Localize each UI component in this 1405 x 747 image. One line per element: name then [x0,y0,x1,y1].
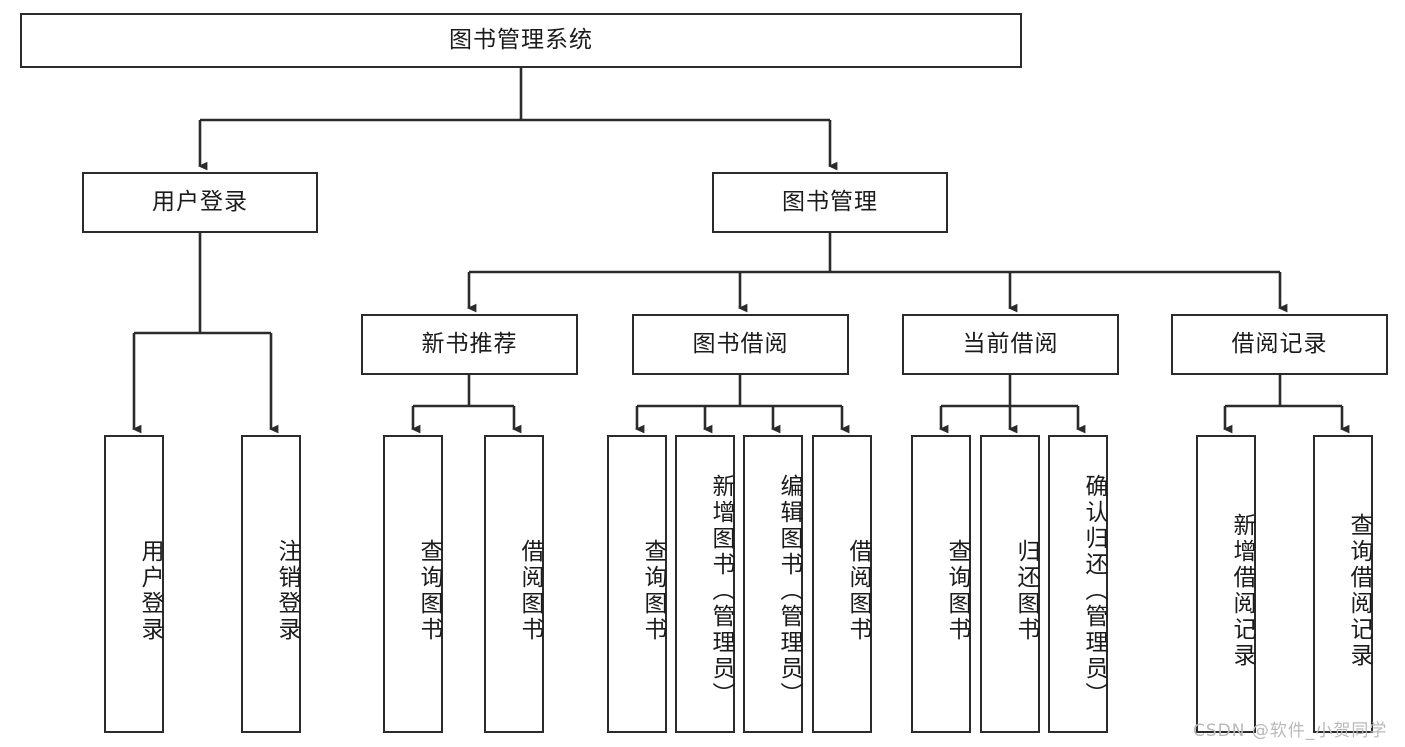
node-label: 归还图书 [1013,539,1039,643]
node-user-login[interactable]: 用户登录 [82,172,318,233]
leaf-borrow-books-recommendation[interactable]: 借阅图书 [484,435,544,733]
leaf-query-books-current[interactable]: 查询图书 [911,435,971,733]
node-label: 新增借阅记录 [1229,513,1255,669]
leaf-edit-book-admin[interactable]: 编辑图书（管理员） [743,435,803,733]
node-borrowing-record[interactable]: 借阅记录 [1171,314,1388,375]
leaf-add-borrowing-record[interactable]: 新增借阅记录 [1196,435,1256,733]
node-root-book-management-system[interactable]: 图书管理系统 [20,13,1022,68]
node-label: 查询图书 [640,539,666,643]
leaf-borrow-books-borrowing[interactable]: 借阅图书 [812,435,872,733]
node-new-book-recommendation[interactable]: 新书推荐 [361,314,578,375]
leaf-return-books[interactable]: 归还图书 [980,435,1040,733]
node-current-borrowing[interactable]: 当前借阅 [902,314,1119,375]
node-label: 用户登录 [152,188,248,215]
node-label: 确认归还（管理员） [1081,474,1107,708]
leaf-confirm-return-admin[interactable]: 确认归还（管理员） [1048,435,1108,733]
leaf-user-logout[interactable]: 注销登录 [241,435,301,733]
node-label: 编辑图书（管理员） [776,474,802,708]
leaf-user-login[interactable]: 用户登录 [104,435,164,733]
node-label: 新增图书（管理员） [708,474,734,708]
node-label: 借阅图书 [845,539,871,643]
node-label: 查询借阅记录 [1346,513,1372,669]
leaf-add-book-admin[interactable]: 新增图书（管理员） [675,435,735,733]
node-label: 查询图书 [416,539,442,643]
leaf-query-books-borrowing[interactable]: 查询图书 [607,435,667,733]
node-label: 新书推荐 [421,330,518,357]
node-label: 用户登录 [137,539,163,643]
node-label: 当前借阅 [962,330,1059,357]
node-book-borrowing[interactable]: 图书借阅 [632,314,849,375]
node-label: 注销登录 [274,539,300,643]
node-label: 图书借阅 [692,330,789,357]
leaf-query-borrowing-record[interactable]: 查询借阅记录 [1313,435,1373,733]
node-book-management[interactable]: 图书管理 [712,172,948,233]
leaf-query-books-recommendation[interactable]: 查询图书 [383,435,443,733]
node-label: 图书管理系统 [449,26,593,53]
node-label: 查询图书 [944,539,970,643]
node-label: 借阅图书 [517,539,543,643]
csdn-watermark: CSDN @软件_小贺同学 [1193,721,1388,741]
node-label: 图书管理 [782,188,878,215]
node-label: 借阅记录 [1231,330,1328,357]
